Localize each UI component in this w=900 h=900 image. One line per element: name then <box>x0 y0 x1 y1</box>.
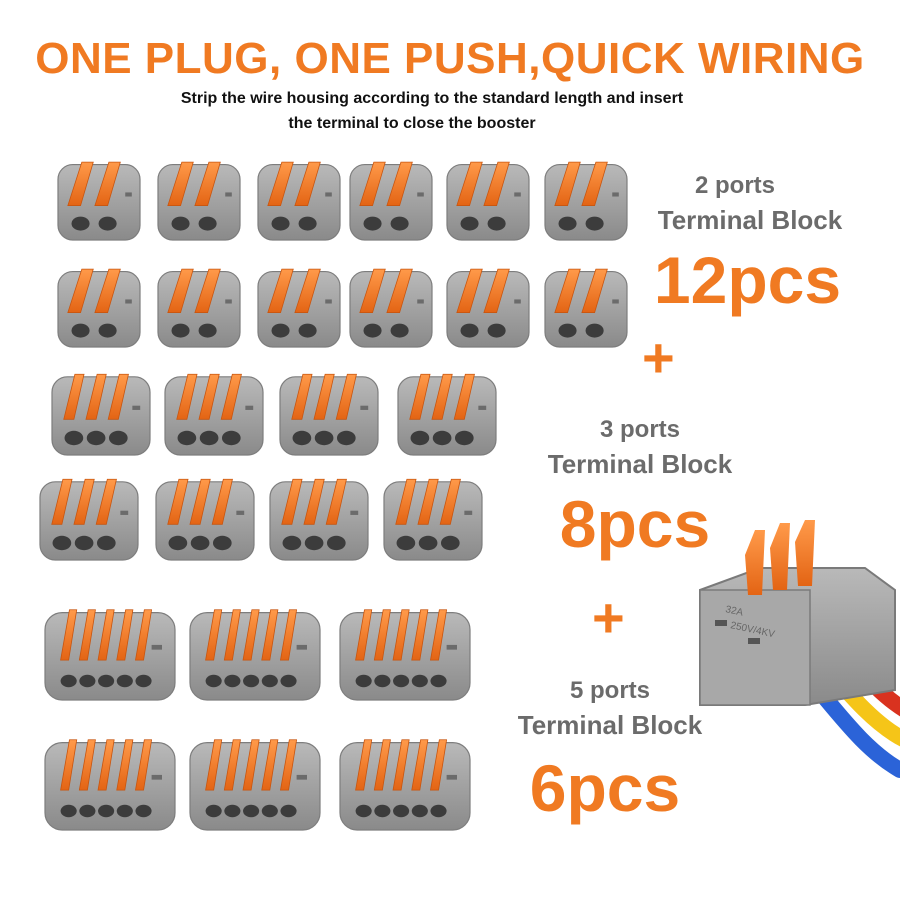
terminal-block-5-port <box>189 739 321 831</box>
terminal-block-2-port <box>57 161 141 241</box>
plus-sign-2: + <box>592 586 625 649</box>
three-port-type-label: Terminal Block <box>547 449 733 479</box>
terminal-block-3-port <box>155 478 255 561</box>
terminal-block-3-port <box>39 478 139 561</box>
terminal-block-2-port <box>157 268 241 348</box>
terminal-block-2-port <box>257 161 341 241</box>
hero-connector-with-wires: 32A 250V/4KV <box>699 520 900 778</box>
terminal-block-3-port <box>279 373 379 456</box>
three-port-count-label: 3 ports <box>599 416 680 443</box>
headline: ONE PLUG, ONE PUSH,QUICK WIRING <box>35 34 865 83</box>
two-port-quantity: 12pcs <box>653 243 842 317</box>
terminal-block-5-port <box>339 609 471 701</box>
terminal-block-2-port <box>349 161 433 241</box>
terminal-block-2-port <box>349 268 433 348</box>
five-port-count-label: 5 ports <box>569 677 650 704</box>
terminal-block-3-port <box>383 478 483 561</box>
terminal-block-5-port <box>339 739 471 831</box>
subtitle-line-1: Strip the wire housing according to the … <box>180 90 684 107</box>
subtitle-line-2: the terminal to close the booster <box>288 115 536 132</box>
terminal-block-3-port <box>269 478 369 561</box>
terminal-block-2-port <box>57 268 141 348</box>
terminal-block-2-port <box>446 268 530 348</box>
svg-text:32A: 32A <box>724 604 744 619</box>
terminal-block-2-port <box>544 268 628 348</box>
three-port-quantity: 8pcs <box>559 487 711 561</box>
terminal-block-2-port <box>257 268 341 348</box>
two-port-type-label: Terminal Block <box>657 205 843 235</box>
terminal-block-5-port <box>189 609 321 701</box>
terminal-block-2-port <box>544 161 628 241</box>
terminal-block-2-port <box>157 161 241 241</box>
terminal-block-3-port <box>51 373 151 456</box>
terminal-block-5-port <box>44 739 176 831</box>
terminal-block-5-port <box>44 609 176 701</box>
five-port-type-label: Terminal Block <box>517 710 703 740</box>
plus-sign-1: + <box>642 326 675 389</box>
terminal-block-3-port <box>164 373 264 456</box>
terminal-block-2-port <box>446 161 530 241</box>
five-port-quantity: 6pcs <box>529 751 681 825</box>
two-port-count-label: 2 ports <box>694 172 775 199</box>
terminal-block-3-port <box>397 373 497 456</box>
